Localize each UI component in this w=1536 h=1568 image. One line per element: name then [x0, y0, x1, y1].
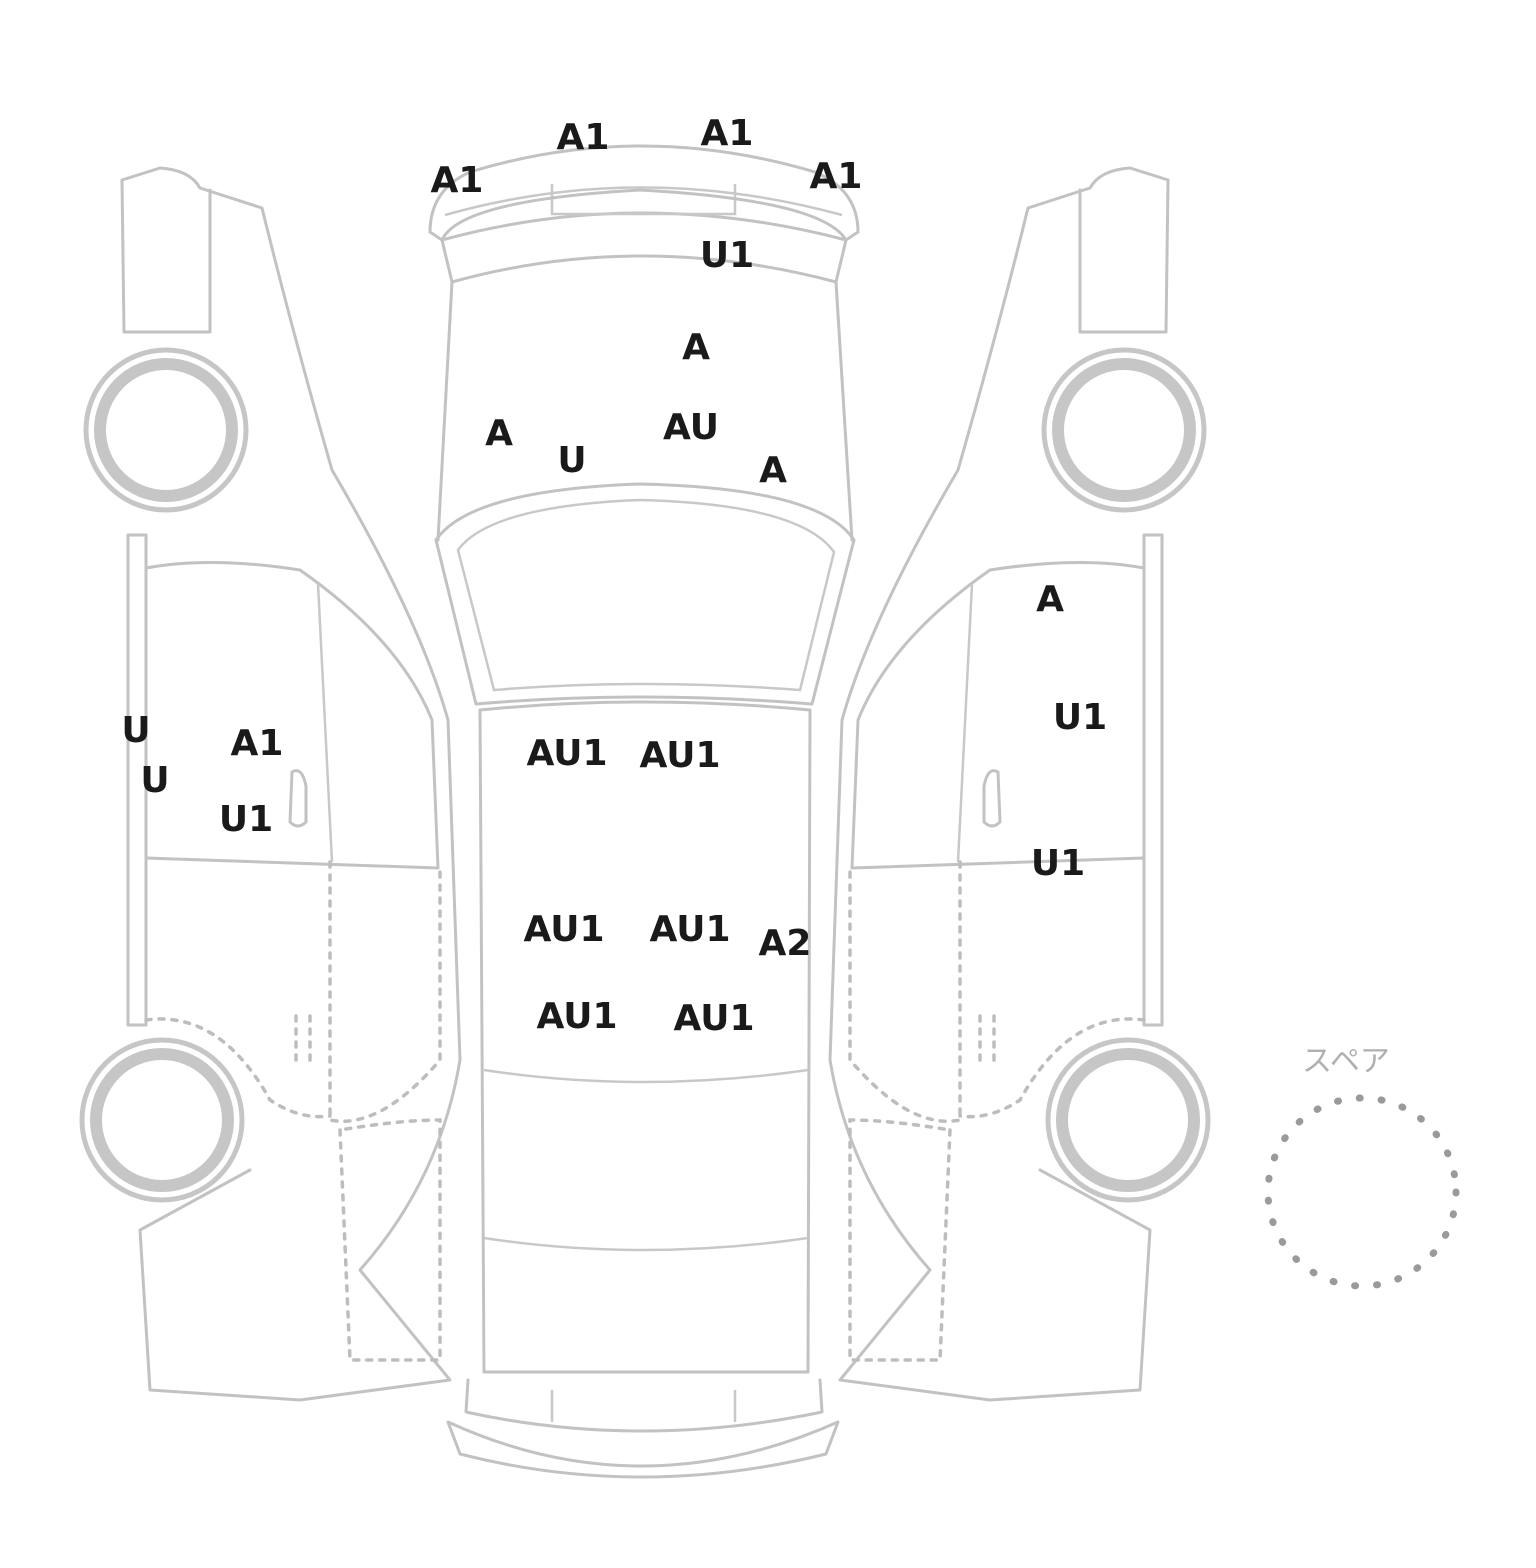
- damage-mark: AU1: [673, 998, 755, 1039]
- car-left-side-view: [79, 166, 462, 1402]
- damage-mark: U: [557, 440, 587, 481]
- damage-mark: U: [140, 760, 170, 801]
- damage-mark: U1: [218, 799, 274, 840]
- damage-mark: A1: [430, 160, 484, 201]
- damage-mark: U1: [1030, 843, 1086, 884]
- spare-label: スペア: [1302, 1044, 1390, 1079]
- damage-mark: A: [682, 327, 710, 368]
- spare-tire-icon: [1264, 1094, 1460, 1290]
- front-bumper: [428, 144, 860, 242]
- damage-mark: U1: [1052, 697, 1108, 738]
- damage-mark: AU: [663, 407, 719, 448]
- hood: [440, 188, 848, 284]
- damage-mark: U1: [699, 235, 755, 276]
- damage-mark: AU1: [639, 735, 721, 776]
- car-right-side-view: [828, 166, 1211, 1402]
- left-rear-wheel: [79, 1037, 245, 1203]
- damage-mark: A2: [758, 923, 812, 964]
- roof: [478, 700, 812, 1374]
- damage-mark: AU1: [649, 909, 731, 950]
- damage-mark: A1: [230, 723, 284, 764]
- windshield-glass: [456, 498, 836, 692]
- damage-mark: A1: [809, 156, 863, 197]
- rear-bumper: [464, 1378, 824, 1433]
- damage-mark: A: [485, 413, 513, 454]
- car-top-view: [428, 144, 860, 1479]
- damage-mark: AU1: [536, 996, 618, 1037]
- damage-mark: A1: [700, 113, 754, 154]
- damage-mark: AU1: [523, 909, 605, 950]
- damage-mark: A: [759, 450, 787, 491]
- damage-mark: A: [1036, 579, 1064, 620]
- windshield-frame: [434, 482, 856, 706]
- damage-mark: U: [121, 710, 151, 751]
- damage-mark: A1: [556, 117, 610, 158]
- left-front-wheel: [83, 347, 249, 513]
- damage-mark: AU1: [526, 733, 608, 774]
